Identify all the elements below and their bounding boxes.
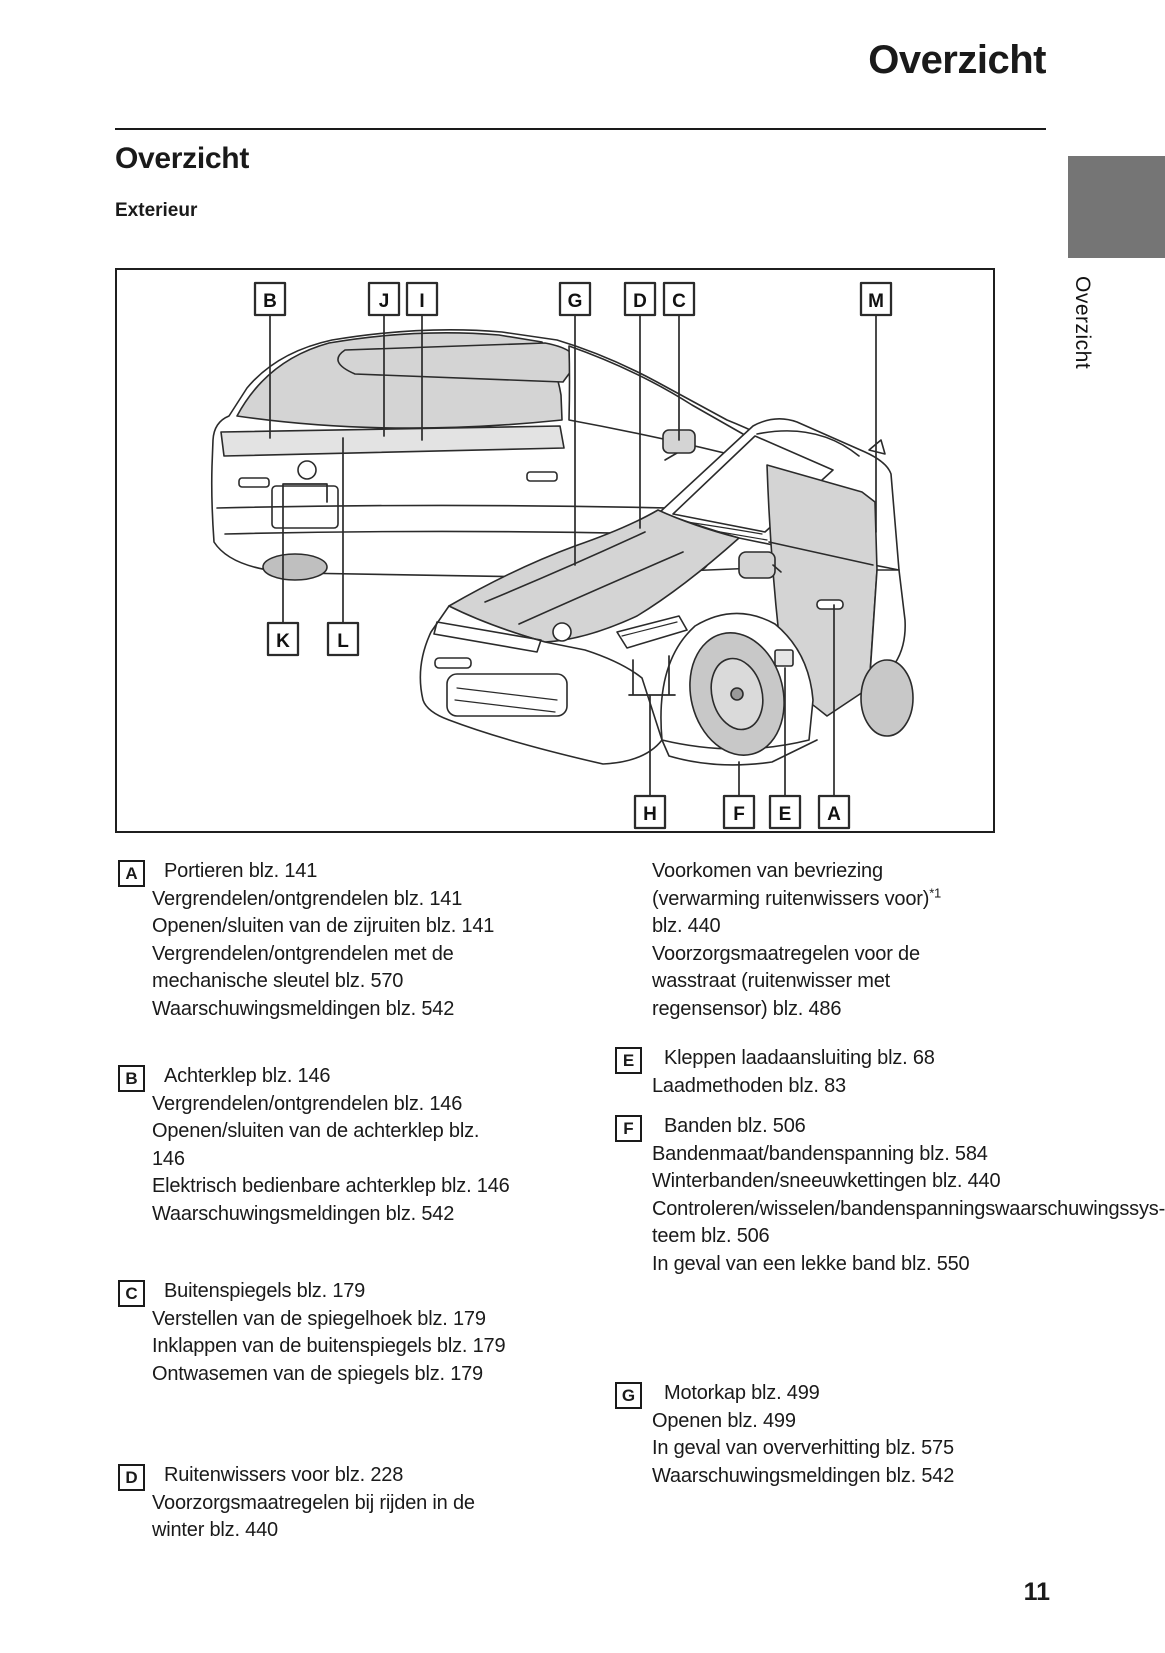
legend-item: Kleppen laadaansluiting blz. 68: [664, 1047, 935, 1069]
legend-item: Waarschuwingsmeldingen blz. 542: [152, 997, 455, 1020]
legend-section-d-continued: Voorkomen van bevriezing (verwarming rui…: [615, 858, 1004, 1023]
marker-f: F: [615, 1115, 642, 1142]
callout-leader-lines: [269, 314, 877, 797]
callout-a: A: [827, 804, 841, 825]
header-rule: [115, 128, 1046, 130]
charge-port-flap: [774, 649, 794, 667]
legend-item: Buitenspiegels blz. 179: [164, 1280, 366, 1302]
legend-item: Voorzorgsmaatregelen voor de wasstraat (…: [652, 942, 920, 1020]
legend-section-f: F Banden blz. 506 Bandenmaat/bandenspann…: [615, 1113, 1165, 1278]
chapter-tab: [1068, 156, 1165, 258]
legend-item: Controleren/wisselen/bandenspanningswaar…: [652, 1197, 1165, 1248]
legend-section-e: E Kleppen laadaansluiting blz. 68 Laadme…: [615, 1045, 1004, 1100]
legend-item: Openen/sluiten van de achterklep blz. 14…: [152, 1120, 480, 1170]
legend-item: (verwarming ruitenwissers voor)*1: [652, 886, 1004, 914]
legend-item: Bandenmaat/bandenspanning blz. 584: [652, 1142, 988, 1165]
legend-item: In geval van oververhitting blz. 575: [652, 1437, 954, 1459]
legend-item: Achterklep blz. 146: [164, 1065, 331, 1087]
callout-m: M: [868, 291, 884, 312]
callout-d: D: [633, 291, 647, 312]
legend-item: Ruitenwissers voor blz. 228: [164, 1464, 404, 1486]
callout-labels: B J I G D C M K L H F E A: [253, 281, 893, 830]
legend-section-b: B Achterklep blz. 146 Vergrendelen/ontgr…: [118, 1063, 510, 1228]
legend-item: Elektrisch bedienbare achterklep blz. 14…: [152, 1175, 510, 1197]
legend-section-c: C Buitenspiegels blz. 179 Verstellen van…: [118, 1278, 510, 1388]
legend-item: Winterbanden/sneeuwkettingen blz. 440: [652, 1170, 1001, 1192]
callout-j: J: [379, 291, 390, 312]
callout-k: K: [276, 631, 290, 652]
callout-f: F: [733, 804, 745, 825]
legend-item: Vergrendelen/ontgrendelen blz. 146: [152, 1092, 463, 1115]
callout-b: B: [263, 291, 277, 312]
marker-g: G: [615, 1382, 642, 1409]
running-head-title: Overzicht: [868, 38, 1046, 82]
legend-section-a: A Portieren blz. 141 Vergrendelen/ontgre…: [118, 858, 510, 1023]
marker-d: D: [118, 1464, 145, 1491]
legend-item: Vergrendelen/ontgrendelen met de mechani…: [152, 942, 454, 993]
legend-item: Voorkomen van bevriezing: [652, 860, 883, 882]
legend-item: Vergrendelen/ontgrendelen blz. 141: [152, 887, 463, 910]
marker-b: B: [118, 1065, 145, 1092]
legend-item: Openen/sluiten van de zijruiten blz. 141: [152, 915, 495, 937]
legend-item: Laadmethoden blz. 83: [652, 1074, 846, 1097]
legend-item: In geval van een lekke band blz. 550: [652, 1252, 970, 1275]
legend-item: Voorzorgsmaatregelen bij rijden in de wi…: [152, 1491, 475, 1542]
marker-a: A: [118, 860, 145, 887]
legend-section-g: G Motorkap blz. 499 Openen blz. 499 In g…: [615, 1380, 1004, 1490]
page-title: Overzicht: [115, 142, 250, 175]
legend-item-text: (verwarming ruitenwissers voor): [652, 887, 930, 910]
legend-item: Openen blz. 499: [652, 1409, 796, 1432]
callout-g: G: [568, 291, 583, 312]
right-car-mirror: [738, 551, 782, 579]
marker-c: C: [118, 1280, 145, 1307]
exterior-car-illustration: B J I G D C M K L H F E A: [210, 281, 914, 830]
callout-h: H: [643, 804, 657, 825]
exterior-diagram: B J I G D C M K L H F E A: [115, 268, 995, 833]
legend-item: Ontwasemen van de spiegels blz. 179: [152, 1362, 483, 1385]
callout-i: I: [419, 291, 424, 312]
subsection-title: Exterieur: [115, 200, 198, 221]
callout-l: L: [337, 631, 349, 652]
legend-item: Banden blz. 506: [664, 1115, 806, 1137]
callout-c: C: [672, 291, 686, 312]
legend-item: Waarschuwingsmeldingen blz. 542: [652, 1464, 955, 1487]
car-front-view: [419, 418, 914, 766]
legend-item: blz. 440: [652, 915, 721, 937]
legend-item: Waarschuwingsmeldingen blz. 542: [152, 1202, 455, 1225]
footnote-ref: *1: [929, 884, 942, 900]
legend-section-d: D Ruitenwissers voor blz. 228 Voorzorgsm…: [118, 1462, 510, 1545]
marker-e: E: [615, 1047, 642, 1074]
legend-item: Verstellen van de spiegelhoek blz. 179: [152, 1307, 486, 1330]
legend-item: Portieren blz. 141: [164, 860, 318, 882]
legend-item: Inklappen van de buitenspiegels blz. 179: [152, 1335, 506, 1357]
page-number: 11: [1023, 1578, 1050, 1606]
legend-item: Motorkap blz. 499: [664, 1382, 820, 1404]
callout-e: E: [779, 804, 792, 825]
chapter-tab-label: Overzicht: [1071, 276, 1094, 370]
